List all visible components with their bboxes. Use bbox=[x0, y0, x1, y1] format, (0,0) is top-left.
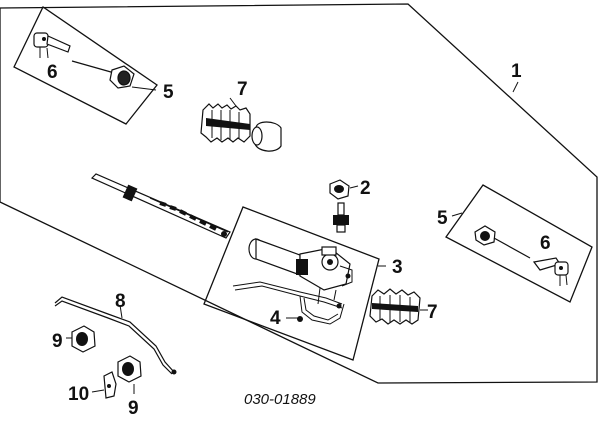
pressure-lines bbox=[232, 281, 345, 325]
rack-bar bbox=[90, 173, 231, 239]
callout-1: 1 bbox=[511, 61, 522, 82]
tie-rod-box-left bbox=[13, 6, 158, 125]
callout-10: 10 bbox=[68, 384, 89, 405]
callout-3: 3 bbox=[392, 257, 403, 278]
bushing-lower bbox=[117, 355, 142, 383]
callout-9-top: 9 bbox=[52, 331, 63, 352]
callout-5-left: 5 bbox=[163, 82, 174, 103]
callout-4: 4 bbox=[270, 308, 281, 329]
rack-boot-right bbox=[369, 288, 421, 325]
callout-8: 8 bbox=[115, 291, 126, 312]
adjusting-bolt bbox=[333, 202, 349, 233]
lock-nut bbox=[329, 179, 350, 200]
bushing-upper bbox=[71, 325, 96, 353]
rack-boot-top bbox=[200, 103, 251, 143]
callout-5-right: 5 bbox=[437, 208, 448, 229]
gear-housing bbox=[248, 238, 353, 291]
tie-rod-end-left bbox=[33, 32, 71, 59]
tie-rod-left bbox=[71, 60, 135, 89]
tie-rod-end-right bbox=[532, 257, 569, 286]
gear-housing-box bbox=[203, 206, 380, 361]
callout-6-left: 6 bbox=[47, 62, 58, 83]
part-code: 030-01889 bbox=[244, 391, 316, 408]
tie-rod-right bbox=[474, 225, 531, 259]
bushing-bracket bbox=[103, 371, 117, 399]
stabilizer-bar bbox=[54, 296, 177, 375]
callout-9-bottom: 9 bbox=[128, 398, 139, 419]
boot-clamp-top bbox=[251, 121, 282, 152]
tie-rod-box-right bbox=[445, 184, 593, 303]
callout-7-right: 7 bbox=[427, 302, 438, 323]
callout-6-right: 6 bbox=[540, 233, 551, 254]
steering-rack-assembly-outline bbox=[0, 3, 598, 384]
callout-7-top: 7 bbox=[237, 79, 248, 100]
callout-2: 2 bbox=[360, 178, 371, 199]
